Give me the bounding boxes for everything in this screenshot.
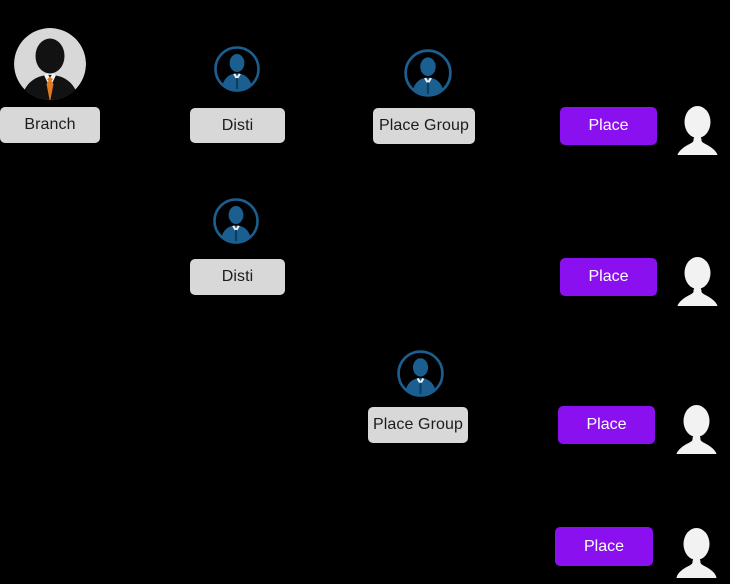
place-person-icon-4 [672,526,721,578]
disti-person-icon [213,45,261,93]
place-person-icon-1 [673,105,722,155]
place-group-icon [403,48,453,98]
branch-label[interactable]: Branch [0,107,100,143]
disti-person-icon [212,197,260,245]
place-person-icon-2 [673,256,722,306]
branch-avatar-icon [14,28,86,102]
disti-label-2[interactable]: Disti [190,259,285,295]
place-group-icon [396,349,445,398]
place-button-3[interactable]: Place [558,406,655,444]
place-button-4[interactable]: Place [555,527,653,566]
place-group-label-1[interactable]: Place Group [373,108,475,144]
place-group-label-2[interactable]: Place Group [368,407,468,443]
place-button-2[interactable]: Place [560,258,657,296]
place-button-1[interactable]: Place [560,107,657,145]
place-person-icon-3 [672,404,721,454]
disti-label-1[interactable]: Disti [190,108,285,143]
